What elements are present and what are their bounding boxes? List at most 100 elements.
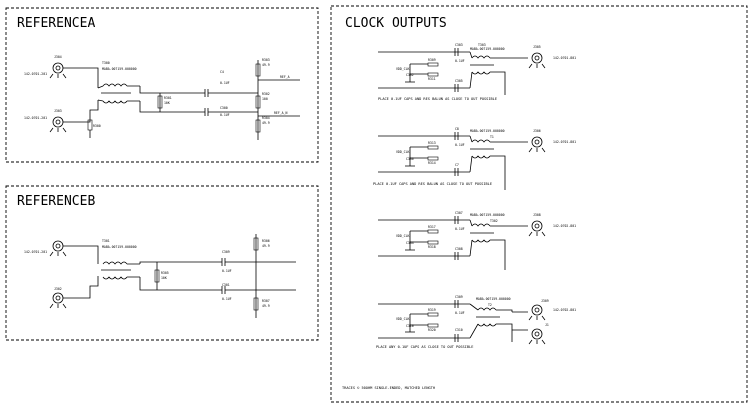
ref-r307: R307 — [262, 299, 270, 303]
resistor-clk3-r1[interactable] — [427, 229, 439, 234]
transformer-t300[interactable] — [97, 83, 140, 104]
capacitor-c309-ref-b[interactable] — [221, 258, 256, 266]
resistor-r303[interactable] — [255, 63, 261, 77]
wire-ref-a-sec-bot — [139, 101, 205, 113]
transformer-t1[interactable] — [469, 135, 506, 190]
resistor-clk1-r1[interactable] — [427, 62, 439, 67]
ref-r301: R301 — [164, 96, 172, 100]
resistor-r307[interactable] — [253, 297, 259, 311]
clk3-jack-part: 142-0702-801 — [553, 224, 576, 228]
clk4-cap-val: 0.1UF — [455, 311, 465, 315]
panel-clock-outputs-border — [330, 5, 748, 403]
resistor-clk1-r2[interactable] — [427, 72, 439, 77]
capacitor-c300[interactable] — [204, 108, 258, 116]
ref-c300: C300 — [220, 106, 228, 110]
bnc-connector-j308[interactable] — [528, 220, 546, 237]
clk4-jack-part: 142-0702-801 — [553, 308, 576, 312]
clk3-cap-top: C307 — [455, 211, 463, 215]
ref-r304-val: 49.9 — [262, 121, 270, 125]
capacitor-clk2-top[interactable] — [454, 132, 459, 140]
ref-b-j1-part: 142-0701-201 — [24, 250, 47, 254]
ref-r307-val: 49.9 — [262, 304, 270, 308]
capacitor-c4[interactable] — [204, 89, 258, 97]
ref-t300: T300 — [102, 61, 110, 65]
clk1-jack: J305 — [533, 45, 541, 49]
bnc-connector-j305[interactable] — [528, 52, 546, 69]
ref-r304: R304 — [262, 116, 270, 120]
bnc-connector-ref-b-top[interactable] — [49, 240, 67, 257]
clk1-cap-top: C303 — [455, 43, 463, 47]
bnc-connector-j1[interactable] — [528, 328, 546, 345]
clk2-cap-val: 0.1UF — [455, 143, 465, 147]
wire-clk4-out — [512, 311, 528, 331]
resistor-r301[interactable] — [157, 95, 163, 109]
clk4-res2: R320 — [428, 328, 436, 332]
resistor-r305[interactable] — [154, 269, 160, 283]
ref-j303-part: 142-0701-201 — [24, 116, 47, 120]
panel-reference-b-title: REFERENCEB — [17, 194, 95, 209]
ref-j302: J302 — [54, 287, 62, 291]
ref-r305-val: 10K — [161, 276, 167, 280]
clk4-cap-vdd: C310 — [406, 324, 414, 328]
clock-stage-2: C8 C7 0.1UF R313 R314 VDD_CLK C306 T1 MA… — [373, 127, 576, 190]
clk3-res1: R317 — [428, 225, 436, 229]
capacitor-clk4-top[interactable] — [454, 300, 459, 308]
clk3-jack: J308 — [533, 213, 541, 217]
clk4-jack: J309 — [541, 299, 549, 303]
transformer-t301[interactable] — [101, 261, 140, 280]
ref-t301-part: MABA-007159-000000 — [102, 245, 137, 249]
resistor-clk2-r2[interactable] — [427, 156, 439, 161]
ref-c301: C301 — [222, 283, 230, 287]
bnc-connector-j304[interactable] — [49, 62, 67, 79]
resistor-r300[interactable] — [87, 119, 93, 138]
wire-clk2-vdd — [405, 146, 428, 167]
ref-c4: C4 — [220, 70, 224, 74]
clock-stage-4: C309 C310 0.1UF R319 R320 VDD_CLK C310 T… — [376, 295, 576, 349]
clk1-vdd: VDD_CLK — [396, 67, 410, 71]
transformer-t302[interactable] — [469, 219, 506, 270]
resistor-r304[interactable] — [255, 119, 261, 133]
bnc-connector-j302[interactable] — [49, 292, 67, 309]
clk3-xfmr-part: MABA-007159-000000 — [470, 213, 505, 217]
wire-ref-a-in-top — [63, 67, 99, 88]
clk1-note: PLACE 0.1UF CAPS AND RES BALUN AS CLOSE … — [378, 97, 497, 101]
ref-r303-val: 49.9 — [262, 63, 270, 67]
panel-reference-b: REFERENCEB 142-0701-201 J302 T301 MABA-0… — [5, 185, 319, 341]
clk2-note: PLACE 0.1UF CAPS AND RES BALUN AS CLOSE … — [373, 182, 492, 186]
resistor-r302[interactable] — [255, 95, 261, 109]
resistor-clk3-r2[interactable] — [427, 240, 439, 245]
clk4-note: PLACE ANY 0.1UF CAPS AS CLOSE TO OUT POS… — [376, 345, 473, 349]
resistor-clk4-r2[interactable] — [427, 323, 439, 328]
transformer-t303[interactable] — [469, 51, 506, 95]
clk2-res2: R314 — [428, 161, 436, 165]
clock-stage-1: C303 C305 0.1UF R309 R311 VDD_CLK C302 T… — [378, 43, 576, 101]
capacitor-clk3-top[interactable] — [454, 216, 459, 224]
wire-ref-b-sec-top — [139, 261, 222, 264]
clk4-vdd: VDD_CLK — [396, 317, 410, 321]
transformer-t2[interactable] — [469, 303, 513, 342]
capacitor-clk4-bot[interactable] — [454, 334, 459, 342]
ref-b-c309-val: 0.1UF — [222, 269, 232, 273]
clk2-jack: J306 — [533, 129, 541, 133]
bnc-connector-j306[interactable] — [528, 136, 546, 153]
clk4-xfmr-part: MABA-007159-000000 — [476, 297, 511, 301]
capacitor-clk3-bot[interactable] — [454, 252, 459, 260]
capacitor-clk1-top[interactable] — [454, 48, 459, 56]
wire-ref-a-sec-top — [139, 86, 205, 94]
clk1-cap-val: 0.1UF — [455, 59, 465, 63]
clk4-xfmr: T2 — [488, 303, 492, 307]
resistor-r306[interactable] — [253, 237, 259, 251]
clk3-xfmr: T302 — [490, 219, 498, 223]
bnc-connector-j309[interactable] — [528, 304, 546, 321]
clk2-xfmr: T1 — [490, 135, 494, 139]
ref-r306: R306 — [262, 239, 270, 243]
capacitor-c301[interactable] — [221, 286, 256, 294]
clk3-cap-vdd: C304 — [406, 241, 414, 245]
capacitor-clk1-bot[interactable] — [454, 84, 459, 92]
bnc-connector-j303[interactable] — [49, 116, 67, 133]
resistor-clk4-r1[interactable] — [427, 312, 439, 317]
resistor-clk2-r1[interactable] — [427, 145, 439, 150]
ref-j304-part: 142-0701-201 — [24, 72, 47, 76]
clk2-jack-part: 142-0701-801 — [553, 140, 576, 144]
capacitor-clk2-bot[interactable] — [454, 168, 459, 176]
